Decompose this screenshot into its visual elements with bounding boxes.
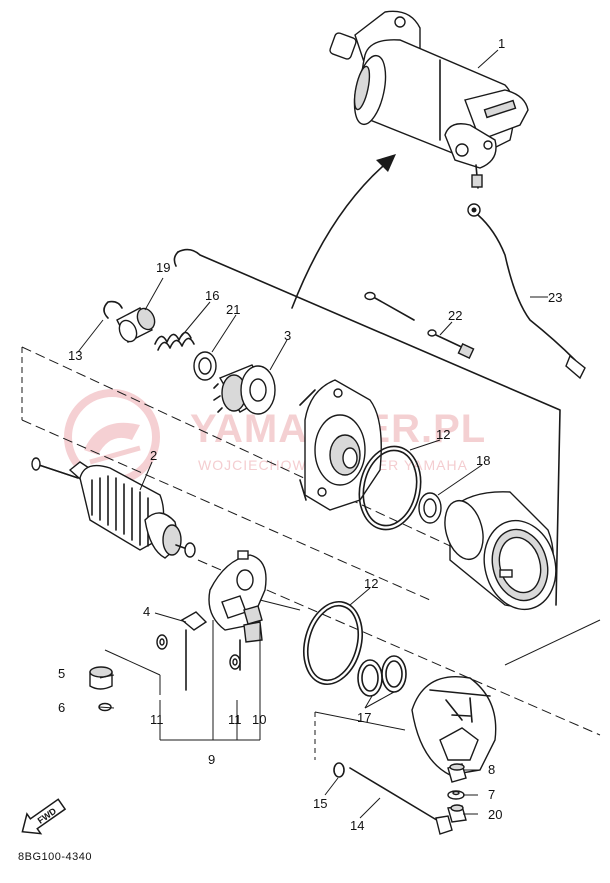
washer-18 [418, 492, 442, 524]
callout-12-upper: 12 [436, 427, 450, 442]
washer-7 [447, 790, 465, 800]
callout-23: 23 [548, 290, 562, 305]
diagram-code: 8BG100-4340 [18, 851, 92, 863]
starter-clutch [213, 364, 276, 415]
callout-4: 4 [143, 604, 150, 619]
callout-7: 7 [488, 787, 495, 802]
cap-nut [89, 666, 113, 690]
callout-11-left: 11 [150, 712, 164, 727]
o-ring-lower [303, 600, 363, 686]
callout-17: 17 [357, 710, 371, 725]
callout-21: 21 [226, 302, 240, 317]
through-bolt [349, 767, 453, 835]
yoke-housing [444, 491, 557, 611]
nut-8 [447, 763, 467, 783]
guide-lines [104, 599, 406, 760]
lead-wire [467, 203, 586, 380]
callout-15: 15 [313, 796, 327, 811]
callout-20: 20 [488, 807, 502, 822]
spring-washer-right [229, 654, 241, 670]
callout-22: 22 [448, 308, 462, 323]
callout-12-lower: 12 [364, 576, 378, 591]
o-ring-upper [358, 445, 422, 531]
callout-8: 8 [488, 762, 495, 777]
armature [31, 457, 196, 559]
starter-motor-assembly [329, 10, 529, 189]
front-cover-bracket [299, 379, 382, 511]
callout-19: 19 [156, 260, 170, 275]
callout-13: 13 [68, 348, 82, 363]
washer-21 [193, 351, 217, 381]
callout-16: 16 [205, 288, 219, 303]
spring-washer-left [156, 634, 168, 650]
o-ring-pair [357, 655, 407, 697]
nut-20 [447, 804, 467, 823]
spring [154, 331, 195, 351]
collar [116, 307, 156, 343]
watermark: YAMAKLER.PL WOJCIECHOWSKI DEALER YAMAHA [64, 389, 485, 485]
callout-9: 9 [208, 752, 215, 767]
callout-1: 1 [498, 36, 505, 51]
callout-labels: 1 2 3 4 5 6 7 8 9 10 11 11 12 12 13 14 1… [58, 36, 562, 833]
brush-holder-plate [180, 550, 267, 691]
callout-11-right: 11 [228, 712, 242, 727]
leader-lines [77, 49, 548, 819]
rear-cover [411, 676, 497, 776]
callout-3: 3 [284, 328, 291, 343]
callout-5: 5 [58, 666, 65, 681]
o-ring-small [333, 762, 345, 778]
forward-arrow-icon: FWD [21, 798, 67, 835]
callout-2: 2 [150, 448, 157, 463]
callout-6: 6 [58, 700, 65, 715]
circlip [103, 300, 123, 319]
brush-lead-wires [364, 291, 475, 359]
callout-14: 14 [350, 818, 364, 833]
assembly-arrow [291, 154, 396, 309]
callout-10: 10 [252, 712, 266, 727]
callout-18: 18 [476, 453, 490, 468]
